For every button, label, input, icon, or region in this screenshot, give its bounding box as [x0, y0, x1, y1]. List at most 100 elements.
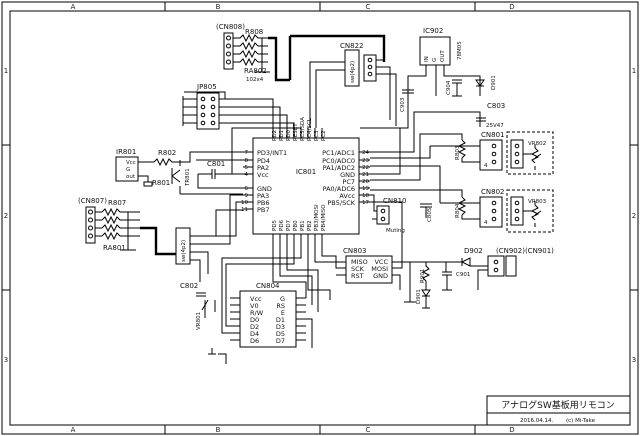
- ic801-pin-left-4: GND: [257, 185, 272, 193]
- ic801-pinnum-right-0: 24: [362, 150, 369, 156]
- ic801-label: IC801: [296, 168, 316, 176]
- c803-label: C803: [487, 102, 505, 110]
- cn807-block: (CN807) R807 RA801: [78, 197, 176, 256]
- row-label-3-right: 3: [632, 356, 636, 364]
- row-label-3-left: 3: [4, 356, 8, 364]
- col-label-b-bottom: B: [216, 426, 221, 434]
- ic801-block: IC801 PD3/INT1 PD4 PA2 Vcc GND PA3 PB6 P…: [241, 117, 370, 244]
- c903-label: C903: [400, 97, 406, 112]
- ic801-pinnum-left-4: 6: [245, 186, 249, 192]
- ic902-pin-out: OUT: [440, 50, 446, 62]
- ic902-pin-g: G: [432, 58, 438, 62]
- ic902-label: IC902: [423, 27, 443, 35]
- c802-block: C802 VR801: [180, 282, 216, 355]
- cn804-right-1: RS: [276, 302, 285, 310]
- col-label-d-top: D: [509, 3, 514, 11]
- r804-label: R804: [455, 203, 461, 218]
- ic801-pin-right-7: PB5/SCK: [327, 199, 355, 207]
- ic801-pin-bottom-4: PB1: [300, 220, 306, 231]
- ic801-pin-right-6: AVcc: [339, 192, 355, 200]
- jp805-label: JP805: [196, 83, 217, 91]
- ic801-pin-right-1: PC0/ADC0: [322, 157, 355, 165]
- cn804-right-0: G: [280, 295, 285, 303]
- cn807-label: (CN807): [78, 197, 107, 205]
- ic801-pin-bottom-0: PD5: [272, 219, 278, 231]
- cn804-block: CN804 Vcc V0 R/W D0 D2 D4 D6 G RS E D1 D…: [218, 244, 319, 364]
- c801-block: C801: [197, 160, 243, 189]
- cn822-block: CN822 sw(4p2): [309, 42, 397, 128]
- ic801-pin-right-3: GND: [340, 171, 355, 179]
- ic801-pinnum-right-4: 20: [362, 179, 369, 185]
- col-label-c-top: C: [366, 3, 371, 11]
- c904-label: C904: [446, 80, 452, 95]
- ic801-pin-left-7: PB7: [257, 206, 270, 214]
- cn804-left-0: Vcc: [250, 295, 262, 303]
- jp805-block: JP805: [182, 83, 295, 130]
- vr802-label: VR802: [528, 141, 546, 147]
- cn801-pin-4: 4: [484, 163, 488, 169]
- col-label-c-bottom: C: [366, 426, 371, 434]
- c801-label: C801: [207, 160, 225, 168]
- r901-label: R901: [420, 269, 426, 283]
- ir801-block: IR801 Vcc G out R802 R801 TR801: [115, 148, 243, 195]
- cn803-pin-sck: SCK: [351, 265, 365, 273]
- ic801-pin-left-6: PB6: [257, 199, 270, 207]
- power-input-block: D902 (CN902)(CN901) R901 D901 C901: [404, 247, 554, 309]
- cn804-left-5: D4: [250, 330, 259, 338]
- title-text: アナログSW基板用リモコン: [501, 399, 614, 411]
- cn804-left-4: D2: [250, 323, 259, 331]
- ra802-label: RA802: [244, 67, 267, 75]
- cn810-label: CN810: [383, 197, 407, 205]
- c901-label: C901: [456, 272, 470, 278]
- col-label-d-bottom: D: [509, 426, 514, 434]
- cn802-label: CN802: [481, 188, 505, 196]
- cn803-pin-miso: MISO: [351, 258, 368, 266]
- col-label-a-bottom: A: [71, 426, 76, 434]
- ic801-pin-left-1: PD4: [257, 157, 270, 165]
- ic801-pin-right-2: PA1/ADC2: [323, 164, 355, 172]
- cn804-right-6: D7: [276, 337, 285, 345]
- ir801-pin-vcc: Vcc: [126, 160, 136, 166]
- ic801-pinnum-left-1: 8: [245, 158, 249, 164]
- ic801-pin-bottom-3: PB0: [293, 220, 299, 231]
- cn803-label: CN803: [343, 247, 367, 255]
- cn804-right-5: D5: [276, 330, 285, 338]
- ic902-block: IC902 IN G OUT 78M05 C903 C904 D901: [360, 27, 497, 129]
- row-label-1-right: 1: [632, 67, 636, 75]
- cn802-pin-4: 4: [484, 220, 488, 226]
- ic801-pinnum-left-6: 10: [241, 200, 248, 206]
- ic801-pin-bottom-5: PB2: [307, 220, 313, 231]
- ic801-pin-right-0: PC1/ADC1: [322, 149, 355, 157]
- ic801-pinnum-right-2: 22: [362, 165, 369, 171]
- cn803-block: CN803 MISO VCC SCK MOSI RST GND: [314, 201, 410, 290]
- cn801-block: CN801 4 R803 VR802: [370, 131, 554, 181]
- ra801-label: RA801: [103, 244, 126, 252]
- ic801-pin-top-6: PC3: [314, 130, 320, 141]
- r801-label: R801: [152, 179, 170, 187]
- cn808-block: (CN808) R808 RA802 102x4: [216, 23, 386, 83]
- ic902-pin-in: IN: [424, 56, 430, 62]
- cn804-left-2: R/W: [250, 309, 264, 317]
- row-label-1-left: 1: [4, 67, 8, 75]
- c805-label: C805: [427, 207, 433, 222]
- vr802-dashed-box: [506, 131, 554, 175]
- ic801-pinnum-left-2: 5: [245, 165, 249, 171]
- c803-value: 25V47: [486, 123, 504, 129]
- ir801-pin-out: out: [126, 174, 136, 180]
- cn804-left-3: D0: [250, 316, 259, 324]
- cn802-block: CN802 4 R804 VR803: [370, 165, 554, 233]
- ir801-pin-g: G: [126, 167, 130, 173]
- ic801-pinnum-left-0: 7: [245, 150, 249, 156]
- cn902-label: (CN902)(CN901): [496, 247, 554, 255]
- cn804-left-6: D6: [250, 337, 259, 345]
- row-label-2-left: 2: [4, 212, 8, 220]
- ic801-pin-top-0: PD2: [272, 130, 278, 141]
- ic801-pin-top-1: PD1: [279, 130, 285, 141]
- ic801-pin-left-5: PA3: [257, 192, 269, 200]
- cn804-left-1: V0: [250, 302, 259, 310]
- ir801-label: IR801: [116, 148, 136, 156]
- title-block: アナログSW基板用リモコン 2016.04.14. (c) Mi-Take: [486, 395, 631, 426]
- ic801-pin-right-4: PC7: [342, 178, 355, 186]
